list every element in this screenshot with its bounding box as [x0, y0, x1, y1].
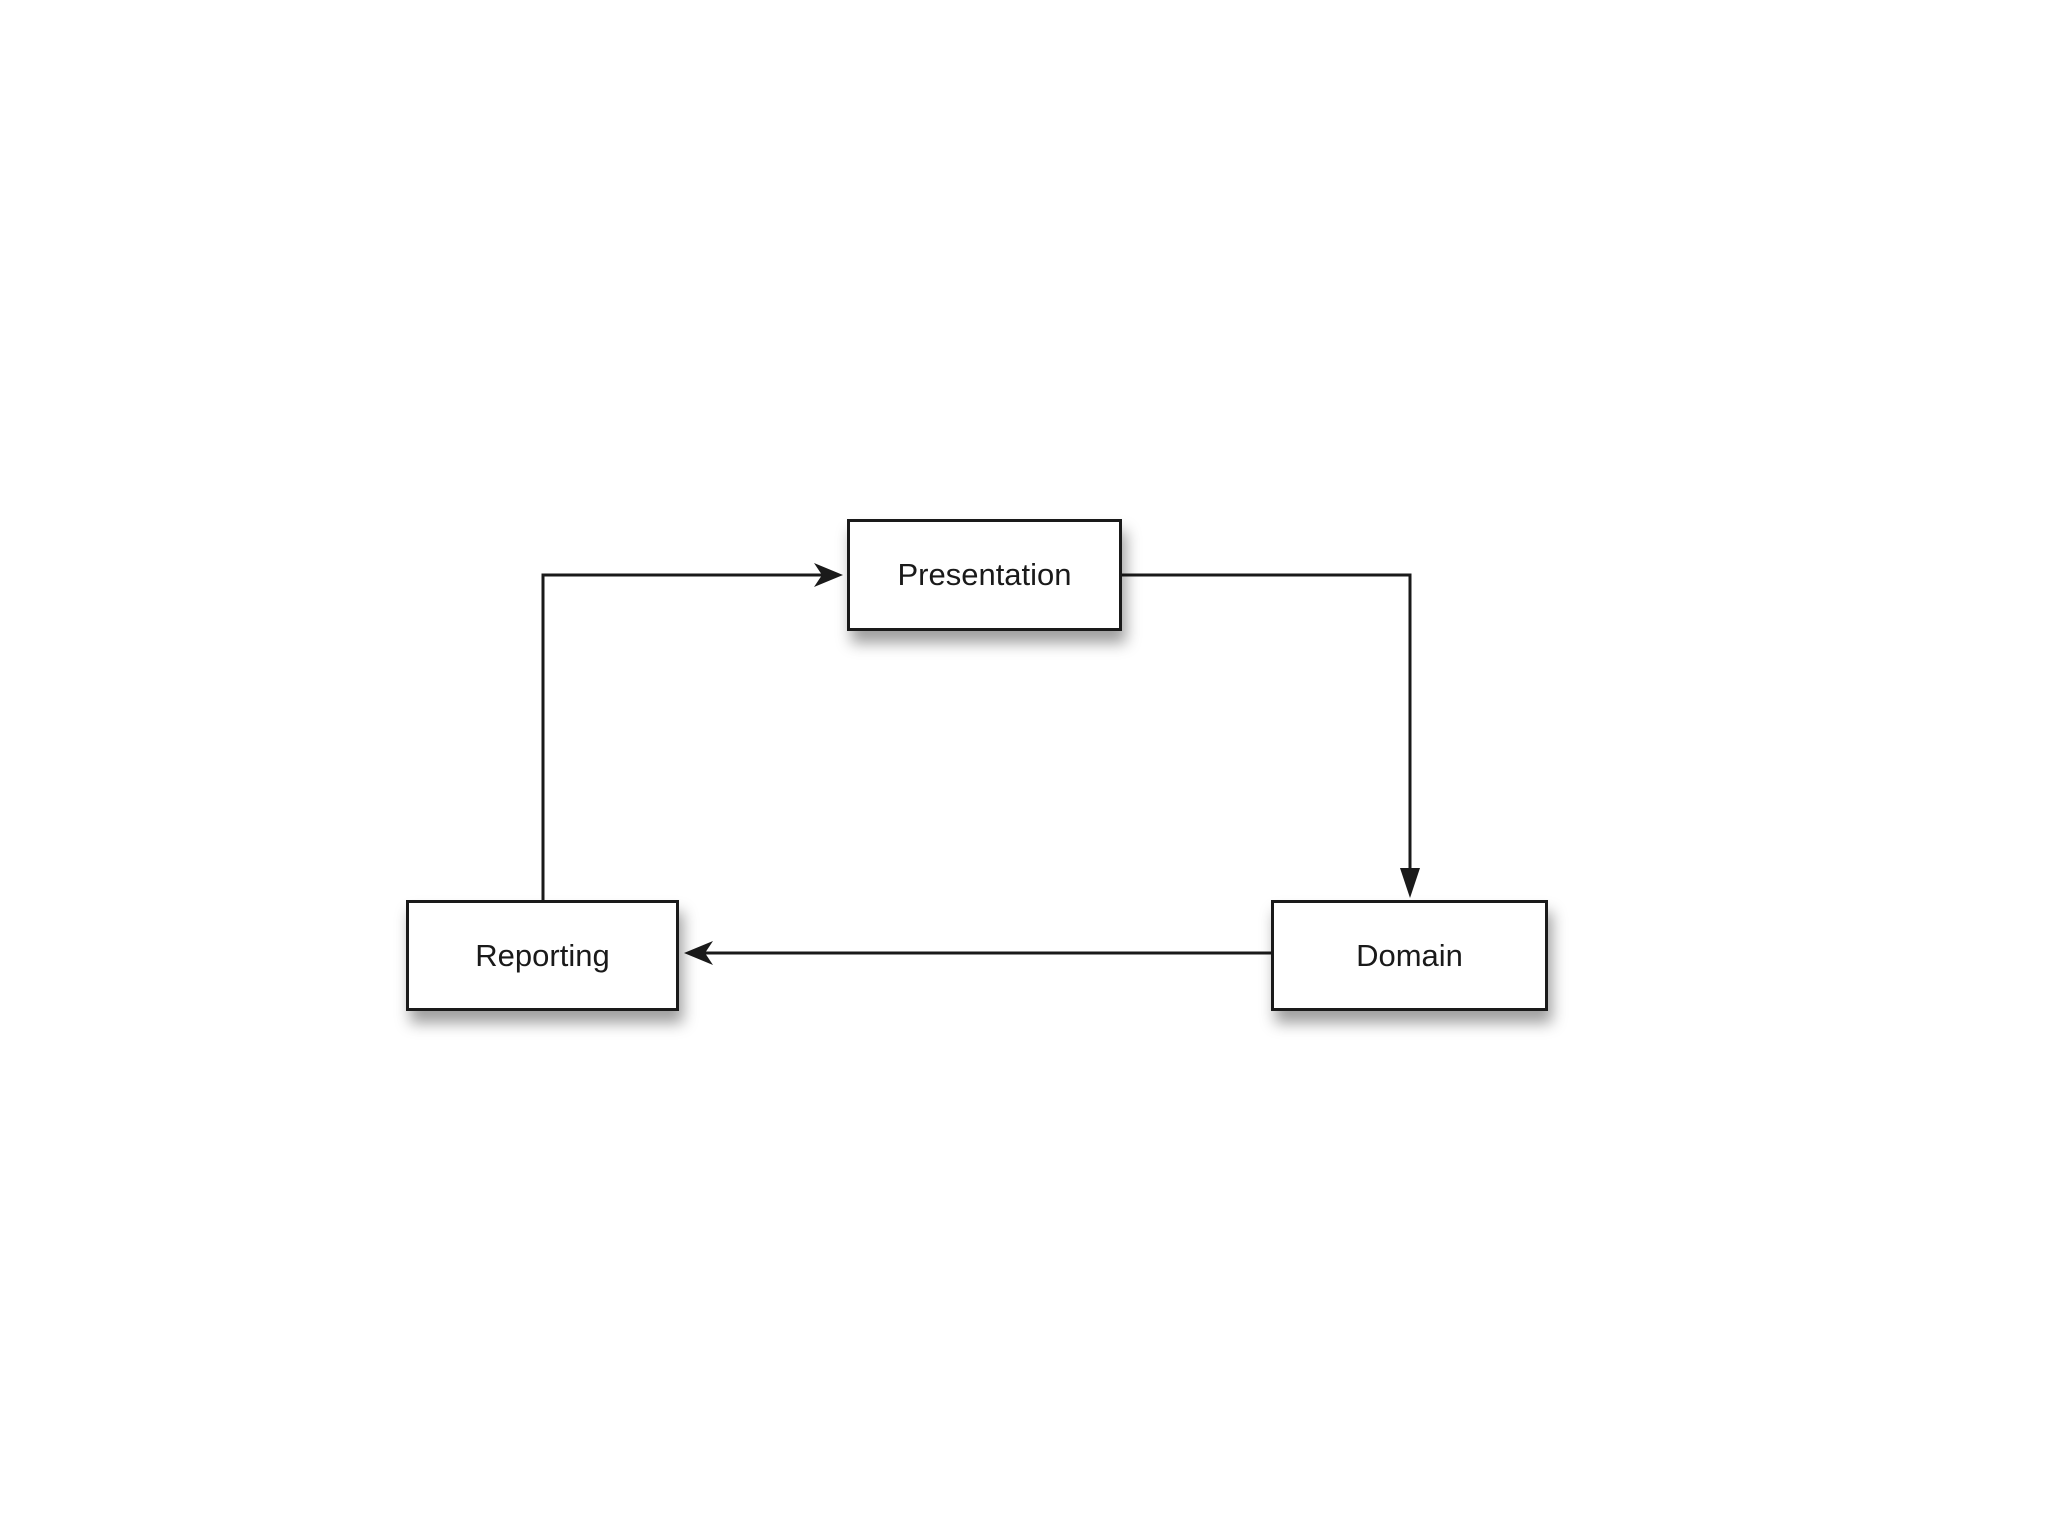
arrowhead-open-icon	[684, 941, 713, 965]
node-reporting: Reporting	[406, 900, 679, 1011]
node-domain-label: Domain	[1356, 937, 1463, 973]
node-domain: Domain	[1271, 900, 1548, 1011]
edge-domain-to-reporting	[684, 941, 1271, 965]
edge-presentation-to-domain	[1122, 573, 1420, 898]
edge-reporting-to-presentation	[541, 563, 843, 900]
arrowhead-filled-icon	[1400, 868, 1420, 898]
node-presentation: Presentation	[847, 519, 1122, 631]
arrowhead-open-icon	[814, 563, 843, 587]
node-reporting-label: Reporting	[475, 937, 610, 973]
node-presentation-label: Presentation	[897, 557, 1072, 592]
